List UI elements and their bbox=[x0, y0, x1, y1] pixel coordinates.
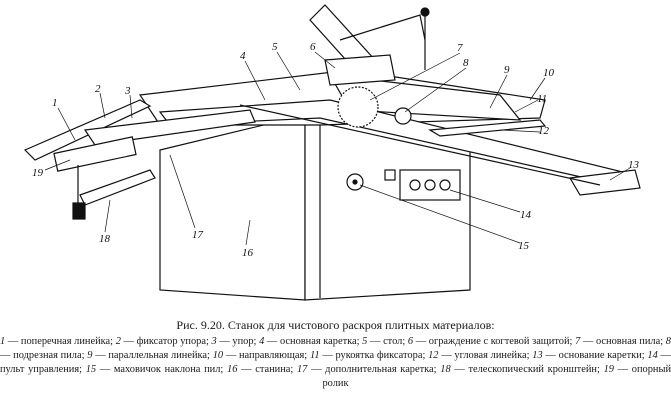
legend-number: 15 bbox=[85, 364, 97, 375]
legend-number: 10 bbox=[212, 350, 224, 361]
legend-text: основная пила bbox=[595, 336, 661, 347]
legend-item: 14 — пульт управления; bbox=[0, 350, 671, 375]
legend-number: 1 bbox=[0, 336, 6, 347]
legend-item: 4 — основная каретка; bbox=[259, 336, 363, 347]
legend-item: 15 — маховичок наклона пил; bbox=[85, 364, 228, 375]
angle-ruler bbox=[428, 119, 547, 137]
legend-item: 7 — основная пила; bbox=[575, 336, 666, 347]
legend-text: маховичок наклона пил bbox=[113, 364, 221, 375]
legend-item: 1 — поперечная линейка; bbox=[0, 336, 116, 347]
callout-5: 5 bbox=[272, 41, 278, 53]
callout-16: 16 bbox=[242, 247, 254, 259]
legend-number: 12 bbox=[428, 350, 439, 361]
callout-11: 11 bbox=[537, 93, 547, 105]
legend-number: 13 bbox=[532, 350, 543, 361]
legend-number: 6 bbox=[407, 336, 414, 347]
legend-text: дополнительная каретка bbox=[325, 364, 434, 375]
callout-3: 3 bbox=[124, 85, 131, 97]
legend-item: 19 — опорный ролик bbox=[322, 364, 671, 389]
callout-9: 9 bbox=[504, 64, 510, 76]
legend-item: 9 — параллельная линейка; bbox=[87, 350, 213, 361]
legend-text: основная каретка bbox=[279, 336, 357, 347]
main-saw bbox=[337, 86, 379, 128]
legend-text: фиксатор упора bbox=[136, 336, 206, 347]
callout-1: 1 bbox=[52, 97, 58, 109]
legend-item: 5 — стол; bbox=[362, 336, 408, 347]
legend-text: направляющая bbox=[239, 350, 305, 361]
legend-item: 11 — рукоятка фиксатора; bbox=[309, 350, 429, 361]
callout-10: 10 bbox=[543, 67, 555, 79]
legend-item: 18 — телескопический кронштейн; bbox=[440, 364, 604, 375]
legend-number: 18 bbox=[440, 364, 451, 375]
callout-labels: 1 2 3 4 5 6 7 8 9 10 11 12 13 14 15 16 1… bbox=[32, 41, 640, 259]
callout-14: 14 bbox=[520, 209, 532, 221]
legend-number: 9 bbox=[87, 350, 93, 361]
caption-legend: 1 — поперечная линейка; 2 — фиксатор упо… bbox=[0, 336, 671, 389]
legend-item: 10 — направляющая; bbox=[212, 350, 310, 361]
legend-item: 13 — основание каретки; bbox=[532, 350, 648, 361]
callout-18: 18 bbox=[99, 233, 111, 245]
legend-number: 3 bbox=[211, 336, 217, 347]
machine-stand bbox=[159, 112, 471, 301]
legend-number: 7 bbox=[575, 336, 581, 347]
legend-item: 12 — угловая линейка; bbox=[428, 350, 533, 361]
callout-2: 2 bbox=[95, 83, 101, 95]
legend-item: 2 — фиксатор упора; bbox=[115, 336, 212, 347]
caption-title: Рис. 9.20. Станок для чистового раскроя … bbox=[176, 318, 495, 332]
cross-ruler bbox=[23, 99, 256, 172]
leader-lines bbox=[44, 51, 631, 246]
legend-number: 19 bbox=[603, 364, 614, 375]
legend-text: опорный ролик bbox=[322, 364, 671, 389]
legend-text: параллельная линейка bbox=[108, 350, 208, 361]
legend-text: подрезная пила bbox=[13, 350, 82, 361]
legend-number: 4 bbox=[259, 336, 265, 347]
legend-number: 2 bbox=[115, 336, 121, 347]
legend-number: 16 bbox=[227, 364, 238, 375]
legend-text: рукоятка фиксатора bbox=[335, 350, 423, 361]
saw-guard bbox=[309, 4, 430, 86]
legend-text: пульт управления bbox=[0, 364, 80, 375]
legend-text: упор bbox=[232, 336, 254, 347]
telescopic-bracket bbox=[72, 165, 156, 220]
figure-caption: Рис. 9.20. Станок для чистового раскроя … bbox=[0, 318, 671, 391]
legend-text: основание каретки bbox=[558, 350, 642, 361]
legend-number: 11 bbox=[309, 350, 320, 361]
callout-4: 4 bbox=[240, 50, 246, 62]
legend-number: 17 bbox=[296, 364, 308, 375]
control-panel bbox=[384, 169, 461, 201]
legend-text: ограждение с когтевой защитой bbox=[428, 336, 570, 347]
legend-item: 16 — станина; bbox=[227, 364, 297, 375]
legend-text: телескопический кронштейн bbox=[468, 364, 597, 375]
handwheel bbox=[346, 173, 364, 191]
legend-item: 17 — дополнительная каретка; bbox=[296, 364, 441, 375]
legend-text: станина bbox=[255, 364, 291, 375]
legend-item: 3 — упор; bbox=[211, 336, 260, 347]
legend-number: 14 bbox=[647, 350, 658, 361]
callout-6: 6 bbox=[310, 41, 316, 53]
machine-drawing: 1 2 3 4 5 6 7 8 9 10 11 12 13 14 15 16 1… bbox=[23, 4, 641, 301]
legend-item: 6 — ограждение с когтевой защитой; bbox=[407, 336, 576, 347]
legend-text: стол bbox=[383, 336, 403, 347]
callout-13: 13 bbox=[628, 159, 640, 171]
legend-text: поперечная линейка bbox=[20, 336, 111, 347]
callout-19: 19 bbox=[32, 167, 44, 179]
legend-number: 8 bbox=[665, 336, 671, 347]
callout-17: 17 bbox=[192, 229, 204, 241]
callout-8: 8 bbox=[463, 57, 469, 69]
legend-number: 5 bbox=[362, 336, 368, 347]
callout-7: 7 bbox=[457, 42, 463, 54]
callout-15: 15 bbox=[518, 240, 530, 252]
legend-text: угловая линейка bbox=[454, 350, 527, 361]
scoring-saw bbox=[394, 107, 412, 125]
legend-item: 8 — подрезная пила; bbox=[0, 336, 671, 361]
callout-12: 12 bbox=[538, 125, 550, 137]
